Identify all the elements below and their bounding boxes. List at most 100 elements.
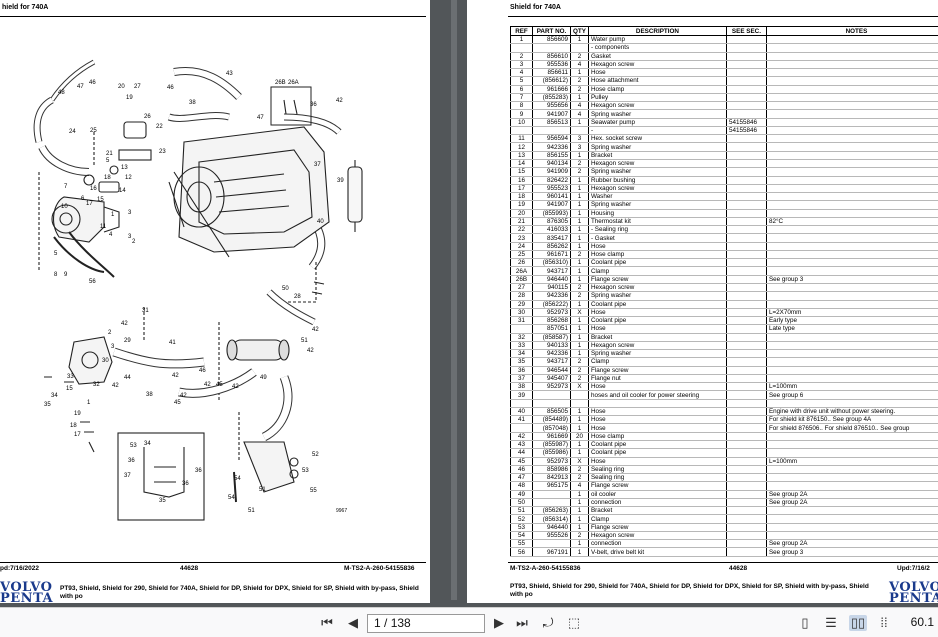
page-number-field[interactable]: 1 / 138 (367, 614, 485, 633)
table-cell-desc: Hose clamp (587, 85, 727, 94)
table-cell-sec (725, 176, 767, 185)
zoom-level[interactable]: 60.1 (910, 615, 934, 629)
left-footer-page: 44628 (180, 565, 199, 572)
table-cell-qty: 1 (570, 316, 589, 326)
table-cell-qty: 1 (570, 184, 589, 194)
table-cell-part: 946544 (532, 366, 571, 375)
svg-text:24: 24 (69, 129, 76, 135)
table-cell-desc: Gasket (587, 52, 727, 61)
table-cell-qty: 1 (570, 523, 589, 532)
table-cell-part: 967191 (532, 547, 571, 557)
table-cell-notes (765, 440, 938, 450)
table-cell-qty: 1 (570, 266, 589, 276)
table-cell-qty: 2 (570, 52, 589, 61)
two-page-continuous-icon[interactable]: ⁞⁞ (880, 615, 888, 630)
table-cell-desc: Washer (587, 192, 727, 202)
table-cell-desc: Coolant pipe (587, 316, 727, 326)
table-cell-desc: Spring washer (587, 167, 727, 177)
table-cell-notes: For shield 876506.. For shield 876510.. … (765, 423, 938, 433)
table-cell-sec (725, 514, 767, 524)
document-viewport[interactable]: hield for 740A (0, 0, 938, 607)
table-cell-notes (765, 514, 938, 524)
table-cell-ref: 15 (510, 167, 533, 177)
continuous-view-icon[interactable]: ☰ (825, 615, 837, 630)
table-cell-desc: Hose (587, 242, 727, 251)
table-cell-part: 856610 (532, 52, 571, 61)
svg-text:12: 12 (125, 175, 132, 181)
table-cell-qty: 2 (570, 531, 589, 541)
next-page-icon[interactable]: ▶ (494, 615, 504, 630)
table-cell-part (532, 498, 571, 508)
table-cell-sec (725, 308, 767, 318)
svg-text:14: 14 (119, 188, 126, 194)
table-cell-ref: 56 (510, 547, 533, 557)
table-cell-ref: 26A (510, 266, 533, 276)
table-cell-notes (765, 93, 938, 103)
table-cell-ref: 7 (510, 93, 533, 103)
table-cell-ref: 28 (510, 291, 533, 301)
table-cell-ref: 54 (510, 531, 533, 541)
table-cell-notes: Early type (765, 316, 938, 326)
table-cell-part (532, 43, 571, 53)
table-cell-notes (765, 341, 938, 351)
table-cell-qty: 2 (570, 283, 589, 293)
table-cell-notes (765, 531, 938, 541)
svg-text:36: 36 (195, 468, 202, 474)
svg-text:32: 32 (93, 382, 100, 388)
table-cell-qty: 1 (570, 192, 589, 202)
table-cell-desc: - Sealing ring (587, 225, 727, 235)
table-cell-notes (765, 448, 938, 458)
svg-text:36: 36 (310, 102, 317, 108)
table-cell-ref: 4 (510, 68, 533, 78)
table-cell-sec (725, 35, 767, 45)
table-cell-ref: 36 (510, 366, 533, 375)
table-cell-sec (725, 209, 767, 218)
volvo-penta-logo: VOLVO PENTA (0, 580, 54, 603)
svg-text:26B: 26B (275, 80, 286, 86)
last-page-icon[interactable]: ⏭ (516, 615, 528, 630)
svg-text:42: 42 (121, 321, 128, 327)
col-ref: REF (510, 26, 533, 36)
table-cell-qty: 1 (570, 423, 589, 433)
previous-page-icon[interactable]: ◀ (348, 615, 358, 630)
svg-text:47: 47 (257, 115, 264, 121)
table-cell-qty: 4 (570, 481, 589, 491)
svg-text:33: 33 (67, 374, 74, 380)
table-cell-sec: 54155846 (725, 118, 767, 127)
svg-text:2: 2 (108, 330, 112, 336)
table-cell-qty (570, 43, 589, 53)
page-gap-scrollbar[interactable] (451, 0, 457, 600)
table-cell-ref: 47 (510, 473, 533, 483)
current-page-input[interactable]: 1 (374, 616, 381, 630)
table-cell-sec (725, 357, 767, 367)
table-cell-qty: 1 (570, 349, 589, 359)
table-cell-notes: Engine with drive unit without power ste… (765, 407, 938, 417)
table-cell-part: 876305 (532, 217, 571, 227)
table-cell-notes (765, 333, 938, 342)
table-cell-sec (725, 539, 767, 549)
table-cell-qty: 4 (570, 101, 589, 111)
table-cell-sec (725, 68, 767, 78)
table-cell-ref: 46 (510, 465, 533, 475)
table-cell-notes (765, 465, 938, 475)
select-tool-icon[interactable]: ⬚ (567, 615, 581, 630)
header-rule (0, 16, 426, 17)
svg-text:42: 42 (336, 98, 343, 104)
first-page-icon[interactable]: ⏮ (321, 615, 333, 630)
svg-text:46: 46 (89, 80, 96, 86)
table-cell-sec (725, 498, 767, 508)
table-cell-ref: 41 (510, 415, 533, 425)
two-page-view-icon[interactable]: ▯▯ (849, 615, 867, 631)
table-cell-ref: 30 (510, 308, 533, 318)
table-cell-qty: 2 (570, 374, 589, 384)
rotate-icon[interactable]: ⤾ (542, 615, 554, 630)
single-page-view-icon[interactable]: ▯ (801, 615, 809, 630)
table-cell-sec (725, 423, 767, 433)
